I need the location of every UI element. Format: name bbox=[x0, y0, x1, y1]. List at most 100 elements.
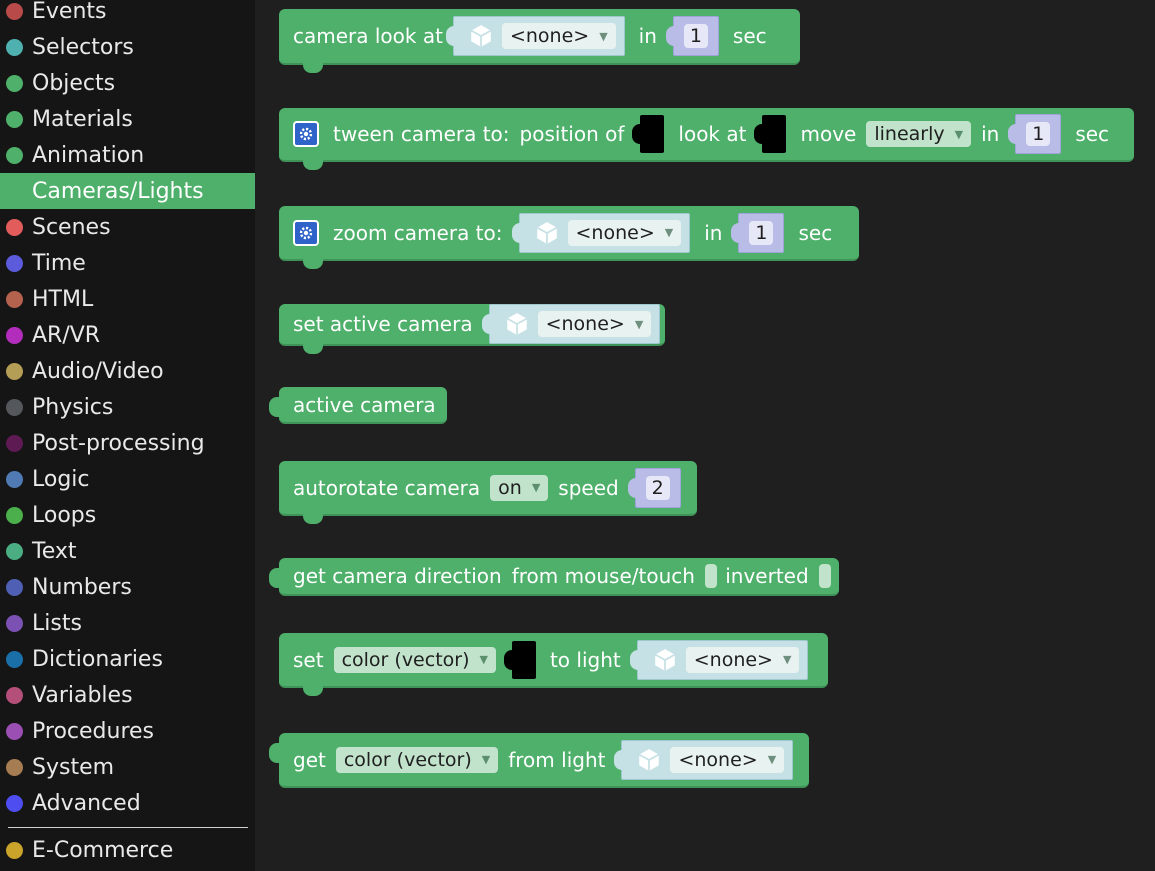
object-input[interactable]: <none> ▼ bbox=[445, 16, 625, 56]
number-value[interactable]: 1 bbox=[683, 24, 708, 48]
dropdown-arrow-icon: ▼ bbox=[481, 753, 491, 766]
light-input[interactable]: <none>▼ bbox=[629, 639, 809, 680]
light-input[interactable]: <none>▼ bbox=[614, 739, 794, 780]
category-label: Selectors bbox=[32, 34, 134, 60]
position-input[interactable] bbox=[632, 115, 665, 153]
look-at-input[interactable] bbox=[754, 115, 787, 153]
dropdown-arrow-icon: ▼ bbox=[767, 753, 777, 766]
category-cameras-lights[interactable]: Cameras/Lights bbox=[0, 173, 255, 209]
cube-icon bbox=[506, 313, 527, 335]
light-dropdown[interactable]: <none>▼ bbox=[685, 646, 800, 673]
category-label: Scenes bbox=[32, 214, 111, 240]
category-color-dot bbox=[6, 794, 23, 812]
value-input[interactable] bbox=[503, 640, 536, 679]
number-input[interactable]: 1 bbox=[731, 212, 785, 253]
category-color-dot bbox=[6, 110, 23, 128]
inverted-checkbox[interactable] bbox=[818, 564, 831, 588]
cube-icon bbox=[470, 25, 492, 47]
category-text[interactable]: Text bbox=[0, 533, 255, 569]
category-label: Advanced bbox=[32, 790, 141, 816]
object-dropdown[interactable]: <none>▼ bbox=[537, 311, 652, 337]
get-light-property-block[interactable]: get color (vector)▼ from light <none>▼ bbox=[269, 733, 809, 788]
property-dropdown[interactable]: color (vector) ▼ bbox=[335, 746, 499, 773]
dropdown-value: <none> bbox=[575, 221, 655, 244]
category-materials[interactable]: Materials bbox=[0, 101, 255, 137]
autorotate-camera-block[interactable]: autorotate camera on▼ speed 2 bbox=[279, 461, 697, 524]
category-color-dot bbox=[6, 434, 23, 452]
block-text: position of bbox=[519, 122, 625, 146]
category-label: Physics bbox=[32, 394, 114, 420]
block-text: get bbox=[293, 747, 326, 772]
category-audio-video[interactable]: Audio/Video bbox=[0, 353, 255, 389]
category-label: Audio/Video bbox=[32, 358, 164, 384]
number-input[interactable]: 2 bbox=[627, 467, 681, 508]
category-advanced[interactable]: Advanced bbox=[0, 785, 255, 821]
category-system[interactable]: System bbox=[0, 749, 255, 785]
gear-icon[interactable] bbox=[293, 219, 319, 246]
category-color-dot bbox=[6, 146, 23, 164]
zoom-camera-block[interactable]: zoom camera to: <none>▼ in 1 sec bbox=[279, 206, 859, 269]
object-input[interactable]: <none>▼ bbox=[511, 212, 691, 253]
category-color-dot bbox=[6, 290, 23, 308]
category-post-processing[interactable]: Post-processing bbox=[0, 425, 255, 461]
dropdown-arrow-icon: ▼ bbox=[599, 29, 608, 43]
category-html[interactable]: HTML bbox=[0, 281, 255, 317]
camera-look-at-block[interactable]: camera look at <none>▼ in 1 sec bbox=[279, 9, 800, 73]
block-text: sec bbox=[1075, 122, 1110, 146]
gear-icon[interactable] bbox=[293, 121, 319, 147]
set-active-camera-block[interactable]: set active camera <none>▼ bbox=[279, 304, 665, 354]
category-color-dot bbox=[6, 614, 23, 632]
category-lists[interactable]: Lists bbox=[0, 605, 255, 641]
category-ar-vr[interactable]: AR/VR bbox=[0, 317, 255, 353]
from-mouse-checkbox[interactable] bbox=[704, 564, 718, 588]
category-numbers[interactable]: Numbers bbox=[0, 569, 255, 605]
category-label: E-Commerce bbox=[32, 837, 174, 863]
category-objects[interactable]: Objects bbox=[0, 65, 255, 101]
number-value[interactable]: 2 bbox=[645, 475, 670, 500]
block-text: sec bbox=[732, 24, 767, 48]
dropdown-value: linearly bbox=[874, 123, 945, 145]
number-input[interactable]: 1 bbox=[1008, 114, 1062, 154]
category-physics[interactable]: Physics bbox=[0, 389, 255, 425]
category-selectors[interactable]: Selectors bbox=[0, 29, 255, 65]
object-input[interactable]: <none>▼ bbox=[481, 304, 661, 344]
category-color-dot bbox=[6, 398, 23, 416]
set-light-property-block[interactable]: set color (vector)▼ to light <none>▼ bbox=[279, 633, 828, 696]
category-loops[interactable]: Loops bbox=[0, 497, 255, 533]
number-value[interactable]: 1 bbox=[749, 220, 774, 245]
object-dropdown[interactable]: <none> ▼ bbox=[501, 23, 616, 49]
category-color-dot bbox=[6, 578, 23, 596]
autorotate-state-dropdown[interactable]: on▼ bbox=[490, 474, 549, 501]
property-dropdown[interactable]: color (vector)▼ bbox=[333, 646, 496, 673]
get-camera-direction-block[interactable]: get camera direction from mouse/touch in… bbox=[269, 558, 839, 596]
category-color-dot bbox=[6, 38, 23, 56]
tween-camera-block[interactable]: tween camera to: position of look at mov… bbox=[279, 108, 1134, 170]
block-text: camera look at bbox=[293, 24, 443, 48]
move-mode-dropdown[interactable]: linearly▼ bbox=[866, 121, 972, 147]
category-time[interactable]: Time bbox=[0, 245, 255, 281]
light-dropdown[interactable]: <none>▼ bbox=[670, 746, 785, 773]
number-input[interactable]: 1 bbox=[665, 16, 719, 56]
block-text: move bbox=[800, 122, 857, 146]
category-label: Procedures bbox=[32, 718, 154, 744]
number-value[interactable]: 1 bbox=[1026, 122, 1051, 146]
category-e-commerce[interactable]: E-Commerce bbox=[0, 832, 255, 868]
block-text: get camera direction bbox=[293, 564, 502, 588]
category-animation[interactable]: Animation bbox=[0, 137, 255, 173]
category-color-dot bbox=[6, 470, 23, 488]
category-label: Objects bbox=[32, 70, 116, 96]
object-dropdown[interactable]: <none>▼ bbox=[567, 219, 682, 246]
category-dictionaries[interactable]: Dictionaries bbox=[0, 641, 255, 677]
category-events[interactable]: Events bbox=[0, 0, 255, 29]
category-variables[interactable]: Variables bbox=[0, 677, 255, 713]
sidebar-divider bbox=[8, 827, 248, 828]
active-camera-block[interactable]: active camera bbox=[269, 387, 447, 424]
dropdown-value: <none> bbox=[509, 25, 590, 47]
block-text: zoom camera to: bbox=[333, 220, 503, 245]
category-logic[interactable]: Logic bbox=[0, 461, 255, 497]
category-label: Cameras/Lights bbox=[32, 178, 204, 204]
cube-icon bbox=[654, 648, 675, 671]
category-procedures[interactable]: Procedures bbox=[0, 713, 255, 749]
dropdown-value: color (vector) bbox=[343, 748, 472, 771]
category-scenes[interactable]: Scenes bbox=[0, 209, 255, 245]
